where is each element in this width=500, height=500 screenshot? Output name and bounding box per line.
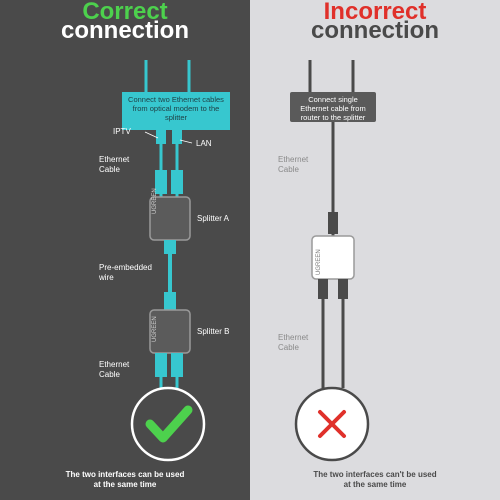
plug-b-top <box>164 292 176 310</box>
plug-a-right <box>171 170 183 194</box>
correct-callout: Connect two Ethernet cables from optical… <box>122 92 230 130</box>
connector-lan <box>172 130 182 144</box>
brand-b: UGREEN <box>152 316 158 342</box>
plug-b-right <box>171 353 183 377</box>
label-ethernet-top: Ethernet Cable <box>99 155 130 174</box>
correct-diagram <box>130 60 206 462</box>
correct-subtitle: connection <box>60 17 189 44</box>
splitter-b <box>149 309 191 354</box>
brand-a: UGREEN <box>152 188 158 214</box>
connector-iptv <box>156 130 166 144</box>
correct-title: Correct <box>82 0 168 25</box>
plug-a-left <box>155 170 167 194</box>
label-ethernet-top-incorrect: Ethernet Cable <box>278 155 309 174</box>
label-iptv: IPTV <box>113 127 131 136</box>
label-ethernet-bottom: Ethernet Cable <box>99 360 130 379</box>
plug-b-left <box>155 353 167 377</box>
result-circle <box>130 386 206 462</box>
label-lan: LAN <box>196 139 212 148</box>
incorrect-diagram <box>294 60 370 462</box>
incorrect-callout: Connect single Ethernet cable from route… <box>290 92 376 122</box>
incorrect-title: Incorrect <box>323 0 427 25</box>
single-plug <box>328 212 338 234</box>
splitter-single <box>311 235 355 280</box>
correct-panel: Correct connection Connect t <box>0 0 250 500</box>
label-pre-embedded: Pre-embedded wire <box>99 263 152 282</box>
check-icon <box>145 405 193 443</box>
correct-footer: The two interfaces can be used at the sa… <box>65 470 185 489</box>
label-splitter-a: Splitter A <box>197 214 230 223</box>
incorrect-panel: Incorrect connection Connect single Ethe… <box>250 0 500 500</box>
brand-incorrect: UGREEN <box>316 249 322 275</box>
label-splitter-b: Splitter B <box>197 327 230 336</box>
cross-icon <box>318 410 346 438</box>
plug-a-bottom <box>164 240 176 254</box>
label-ethernet-bottom-incorrect: Ethernet Cable <box>278 333 309 352</box>
incorrect-footer: The two interfaces can't be used at the … <box>313 470 437 489</box>
incorrect-subtitle: connection <box>310 17 439 44</box>
